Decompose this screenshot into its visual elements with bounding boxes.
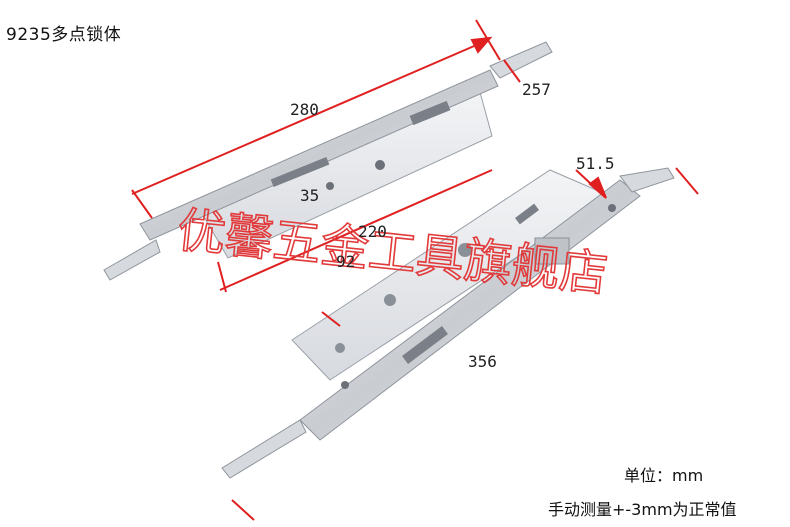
dimension-line-280	[131, 39, 489, 195]
dimension-label-257: 257	[522, 80, 551, 99]
tolerance-note: 手动测量+-3mm为正常值	[548, 500, 737, 519]
dimension-label-51-5: 51.5	[576, 154, 615, 173]
product-title: 9235多点锁体	[6, 25, 122, 45]
dimension-label-356: 356	[468, 352, 497, 371]
upper-lock-body	[103, 41, 553, 281]
dimension-lines	[131, 19, 699, 521]
dimension-line-220	[219, 169, 493, 291]
dimension-line-356-end	[231, 499, 255, 521]
unit-note: 单位：mm	[624, 466, 704, 485]
dimension-label-35: 35	[300, 186, 320, 205]
dimension-label-220: 220	[358, 222, 387, 241]
dimension-label-280: 280	[290, 100, 319, 119]
arrowhead-51-5	[588, 176, 607, 199]
arrowhead-280	[470, 36, 493, 54]
dimension-label-92: 92	[336, 252, 356, 271]
lower-lock-body	[221, 167, 675, 479]
